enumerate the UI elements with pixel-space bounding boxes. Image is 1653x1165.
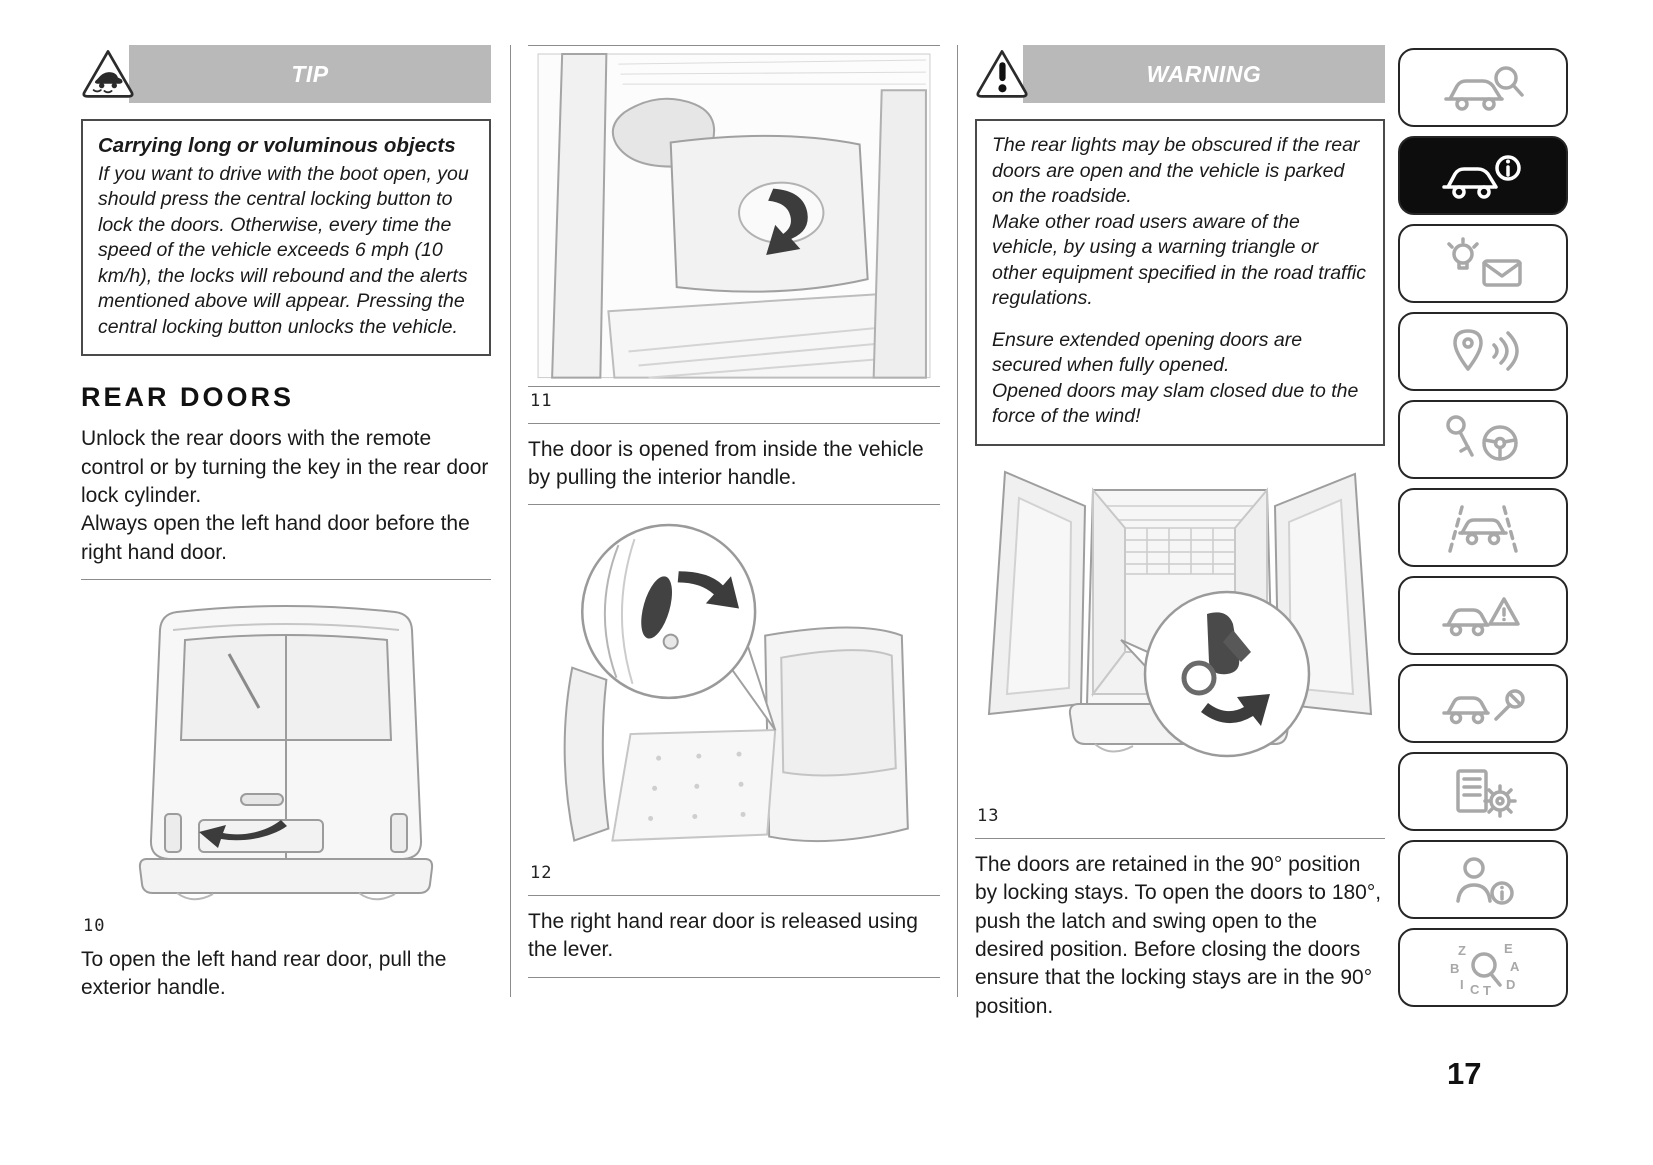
- interior-handle-text: The door is opened from inside the vehic…: [528, 437, 924, 489]
- rear-doors-open-illustration: [987, 470, 1373, 758]
- lever-direction-arrow: [677, 571, 740, 609]
- figure-12-release-lever: [528, 517, 940, 859]
- tip-body-box: Carrying long or voluminous objects If y…: [81, 119, 491, 357]
- exterior-handle-text: To open the left hand rear door, pull th…: [81, 948, 447, 1000]
- section-tab-sidebar: Z E B A I C T D: [1398, 48, 1568, 1007]
- car-skid-triangle-icon: [82, 50, 134, 98]
- warning-header: WARNING: [975, 45, 1385, 103]
- figure-10-caption: 10: [83, 916, 106, 937]
- locking-stays-text: The doors are retained in the 90° positi…: [975, 852, 1382, 1018]
- right-rule-1: [975, 837, 1385, 839]
- figure-11-caption: 11: [530, 390, 553, 411]
- car-info-icon: [1442, 154, 1521, 199]
- middle-rule-3: [528, 894, 940, 896]
- warning-body-box: The rear lights may be obscured if the r…: [975, 119, 1385, 446]
- sidebar-tab-warning-lights-messages[interactable]: [1398, 224, 1568, 303]
- release-lever-illustration: [563, 524, 909, 843]
- warning-box: WARNING The rear lights may be obscured …: [975, 45, 1385, 446]
- emergency-triangle-icon: [1442, 596, 1520, 636]
- column-divider-left: [510, 45, 511, 997]
- sidebar-tab-dashboard-info[interactable]: [1398, 136, 1568, 215]
- key-steering-icon: [1446, 414, 1518, 461]
- customer-info-icon: [1456, 856, 1514, 905]
- interior-door-illustration: [537, 53, 931, 379]
- sidebar-tab-servicing-care[interactable]: [1398, 664, 1568, 743]
- figure-13-caption: 13: [977, 805, 1000, 826]
- driving-safety-icon: [1448, 504, 1518, 553]
- lever-release-text: The right hand rear door is released usi…: [528, 909, 918, 962]
- middle-column: 11 The door is opened from inside the ve…: [528, 45, 940, 990]
- technical-data-icon: [1456, 768, 1517, 818]
- tip-header: TIP: [81, 45, 491, 103]
- handle-pull-arrow: [766, 188, 808, 255]
- navigation-audio-icon: [1453, 328, 1519, 371]
- locking-stay-latch: [1207, 612, 1240, 675]
- latch-direction-arrow: [1201, 693, 1270, 726]
- tip-header-bar: TIP: [129, 45, 491, 103]
- index-letter: B: [1450, 961, 1459, 976]
- exclamation-triangle-icon: [976, 50, 1028, 98]
- car-magnifier-icon: [1444, 65, 1524, 111]
- sidebar-tab-starting-driving[interactable]: [1398, 400, 1568, 479]
- tip-header-label: TIP: [291, 60, 329, 87]
- rear-doors-intro-text: Unlock the rear doors with the remote co…: [81, 427, 489, 564]
- warning-text-1: The rear lights may be obscured if the r…: [992, 134, 1366, 310]
- warning-header-bar: WARNING: [1023, 45, 1385, 103]
- sidebar-tab-multimedia-navigation[interactable]: [1398, 312, 1568, 391]
- index-letter: D: [1506, 977, 1515, 992]
- figure-11-door-interior: [528, 45, 940, 387]
- middle-rule-2: [528, 504, 940, 506]
- sidebar-tab-in-an-emergency[interactable]: [1398, 576, 1568, 655]
- page-number: 17: [1447, 1056, 1482, 1091]
- index-letter: E: [1504, 941, 1513, 956]
- sidebar-tab-technical-data[interactable]: [1398, 752, 1568, 831]
- release-lever: [641, 576, 672, 639]
- index-letter: C: [1470, 982, 1480, 997]
- open-direction-arrow: [199, 820, 287, 849]
- sidebar-tab-customer-services[interactable]: [1398, 840, 1568, 919]
- car-service-icon: [1442, 688, 1525, 724]
- figure-10-van-rear: [81, 592, 491, 912]
- left-column: TIP Carrying long or voluminous objects …: [81, 45, 491, 1013]
- sidebar-tab-knowing-your-vehicle[interactable]: [1398, 48, 1568, 127]
- middle-rule-4: [528, 976, 940, 978]
- figure-13-doors-open: [975, 462, 1385, 802]
- index-letter: A: [1510, 959, 1520, 974]
- figure-12-caption: 12: [530, 862, 553, 883]
- warning-header-label: WARNING: [1146, 60, 1262, 87]
- index-letter: Z: [1458, 943, 1466, 958]
- figure-10-top-rule: [81, 579, 491, 581]
- column-divider-right: [957, 45, 958, 997]
- index-letter: T: [1483, 983, 1491, 997]
- alphabetical-index-icon: Z E B A I C T D: [1450, 941, 1520, 997]
- sidebar-tab-safety[interactable]: [1398, 488, 1568, 567]
- sidebar-tab-alphabetical-index[interactable]: Z E B A I C T D: [1398, 928, 1568, 1007]
- middle-rule-1: [528, 422, 940, 424]
- index-letter: I: [1460, 977, 1464, 992]
- warning-text-2: Ensure extended opening doors are secure…: [992, 328, 1359, 428]
- warning-lights-messages-icon: [1447, 236, 1522, 287]
- tip-body-text: If you want to drive with the boot open,…: [98, 162, 469, 338]
- section-heading-rear-doors: REAR DOORS: [81, 382, 295, 413]
- right-column: WARNING The rear lights may be obscured …: [975, 45, 1385, 1031]
- tip-box: TIP Carrying long or voluminous objects …: [81, 45, 491, 357]
- tip-title: Carrying long or voluminous objects: [98, 134, 456, 157]
- van-rear-illustration: [138, 605, 434, 901]
